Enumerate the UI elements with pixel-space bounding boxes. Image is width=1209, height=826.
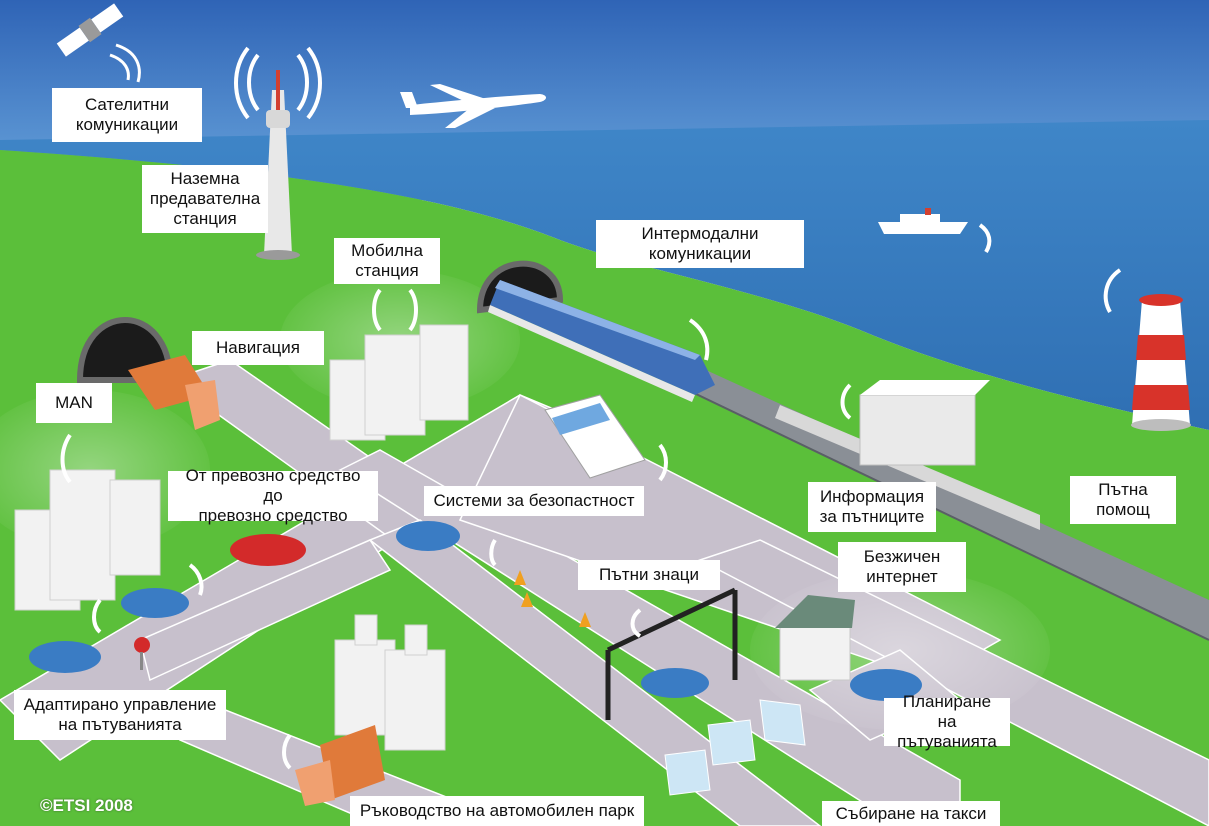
label-road-signs: Пътни знаци xyxy=(578,560,720,590)
airplane xyxy=(400,84,546,128)
mobile-buildings xyxy=(329,324,469,441)
label-vehicle-to-vehicle: От превозно средство до превозно средств… xyxy=(168,466,378,525)
man-buildings xyxy=(14,469,161,611)
label-mobile-station: Мобилна станция xyxy=(334,238,440,284)
ship xyxy=(878,208,968,234)
signal-waves xyxy=(60,223,1122,770)
label-adaptive-travel-management: Адаптирано управление на пътуванията xyxy=(14,690,226,740)
platform xyxy=(775,405,1040,530)
tv-tower xyxy=(234,46,322,260)
toll-gate xyxy=(605,587,738,720)
label-ground-station: Наземна предавателна станция xyxy=(142,165,268,233)
truck-fleet xyxy=(295,725,385,806)
label-navigation: Навигация xyxy=(192,331,324,365)
label-safety-systems: Системи за безопастност xyxy=(424,486,644,516)
copyright-notice: ©ETSI 2008 xyxy=(40,796,133,815)
sea xyxy=(0,120,1209,430)
lighthouse xyxy=(1131,294,1191,431)
label-fleet-management: Ръководство на автомобилен парк xyxy=(350,796,644,826)
label-man: MAN xyxy=(36,383,112,423)
label-intermodal-communications: Интермодални комуникации xyxy=(596,220,804,268)
toll-shapes xyxy=(664,699,806,796)
factory-buildings xyxy=(334,614,446,751)
road-cones xyxy=(514,570,591,627)
label-toll-collection: Събиране на такси xyxy=(822,801,1000,826)
label-satellite-communications: Сателитни комуникации xyxy=(52,88,202,142)
label-wireless-internet: Безжичен интернет xyxy=(838,542,966,592)
cars xyxy=(29,521,922,701)
train xyxy=(488,280,715,402)
station-building xyxy=(859,380,990,466)
label-trip-planning: Планиране на пътуванията xyxy=(884,692,1010,751)
satellite xyxy=(56,3,124,57)
truck-navigation xyxy=(128,355,220,430)
label-passenger-information: Информация за пътниците xyxy=(808,482,936,532)
bus xyxy=(544,394,646,479)
house xyxy=(775,595,855,681)
label-road-assistance: Пътна помощ xyxy=(1070,476,1176,524)
